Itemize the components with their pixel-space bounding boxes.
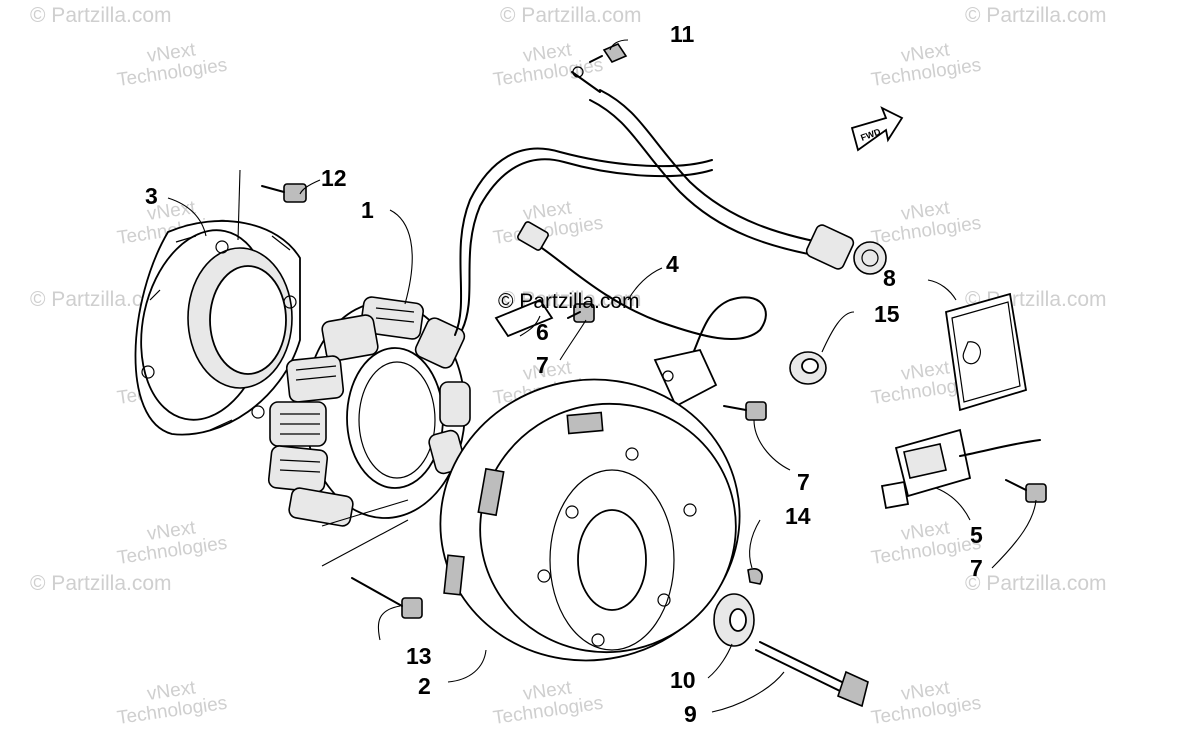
- part-12-bolt: [261, 183, 307, 203]
- callout-13: 13: [406, 643, 432, 669]
- callout-10: 10: [670, 667, 696, 693]
- part-7-bolt-b: [723, 401, 767, 421]
- callout-4: 4: [666, 251, 679, 277]
- callout-7b: 7: [797, 469, 810, 495]
- callout-5: 5: [970, 522, 983, 548]
- wiring-harness: [454, 66, 887, 336]
- watermark-partzilla: © Partzilla.com: [30, 288, 172, 311]
- callout-7a: 7: [536, 352, 549, 378]
- callout-14: 14: [785, 503, 811, 529]
- part-14-key: [747, 568, 763, 585]
- watermark-partzilla: © Partzilla.com: [500, 4, 642, 27]
- part-11-bolt: [589, 43, 628, 63]
- center-watermark: © Partzilla.com: [498, 290, 640, 313]
- callout-3: 3: [145, 183, 158, 209]
- callout-2: 2: [418, 673, 431, 699]
- callout-15: 15: [874, 301, 900, 327]
- callout-labels: 1 2 3 4 5 6 7 7 7 8 9 10 11 12 13 14 15: [145, 21, 983, 727]
- part-9-flywheel-bolt: [755, 641, 869, 708]
- watermark-partzilla: © Partzilla.com: [965, 572, 1107, 595]
- fwd-arrow-icon: FWD: [850, 106, 904, 152]
- part-4-pickup-coil: [517, 221, 767, 408]
- callout-6: 6: [536, 319, 549, 345]
- watermark-partzilla: © Partzilla.com: [30, 572, 172, 595]
- watermark-partzilla: © Partzilla.com: [965, 4, 1107, 27]
- part-6-bracket: [494, 298, 554, 338]
- part-3-stator-housing: [134, 220, 301, 436]
- part-8-gasket: [944, 292, 1028, 412]
- callout-9: 9: [684, 701, 697, 727]
- part-15-grommet: [789, 351, 827, 385]
- part-7-bolt-c: [1005, 479, 1047, 503]
- callout-11: 11: [670, 21, 695, 47]
- callout-1: 1: [361, 197, 374, 223]
- leader-lines: [167, 39, 1037, 713]
- part-2-flywheel: [439, 378, 741, 662]
- part-13-bolt: [351, 577, 423, 619]
- watermark-partzilla: © Partzilla.com: [30, 4, 172, 27]
- part-7-bolt-a: [567, 303, 595, 323]
- callout-12: 12: [321, 165, 347, 191]
- callout-7c: 7: [970, 555, 983, 581]
- part-10-washer: [713, 593, 755, 647]
- callout-8: 8: [883, 265, 896, 291]
- part-1-stator: [267, 296, 471, 527]
- part-5-ignition-coil: [880, 428, 1041, 510]
